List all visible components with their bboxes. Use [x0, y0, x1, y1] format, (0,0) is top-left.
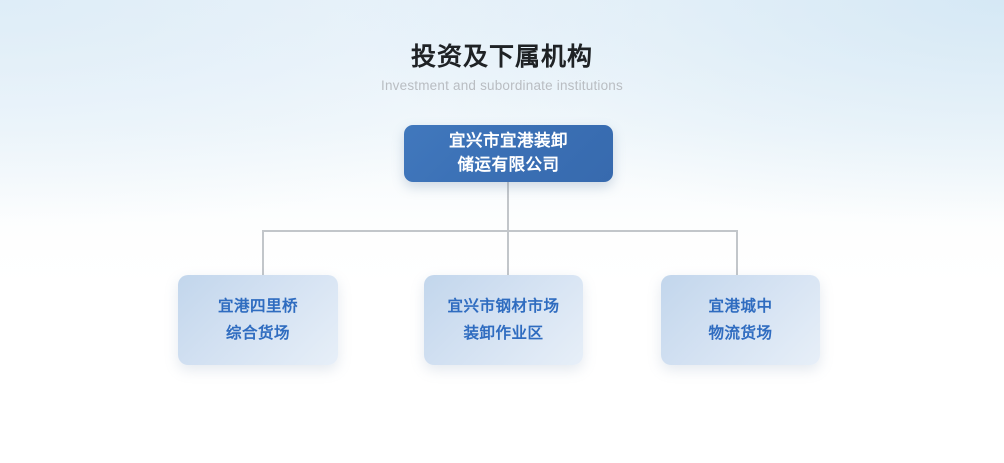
connector-drop-child-2: [507, 230, 509, 276]
org-node-root-label-line1: 宜兴市宜港装卸: [449, 131, 568, 150]
org-node-root-label-line2: 储运有限公司: [457, 155, 560, 174]
chart-header: 投资及下属机构 Investment and subordinate insti…: [0, 42, 1004, 94]
org-node-child-2-line2: 装卸作业区: [463, 325, 544, 342]
org-node-child-1-label: 宜港四里桥 综合货场: [218, 293, 298, 347]
connector-drop-child-3: [736, 230, 738, 276]
org-node-child-3[interactable]: 宜港城中 物流货场: [661, 275, 820, 365]
org-node-child-3-line2: 物流货场: [708, 325, 773, 342]
connector-horizontal-bar: [262, 230, 738, 232]
org-node-child-2[interactable]: 宜兴市钢材市场 装卸作业区: [424, 275, 583, 365]
org-node-child-1-line1: 宜港四里桥: [217, 297, 298, 315]
page-title: 投资及下属机构: [410, 43, 593, 71]
connector-root-vertical: [507, 182, 509, 232]
org-node-child-2-label: 宜兴市钢材市场 装卸作业区: [447, 293, 559, 347]
org-node-child-3-label: 宜港城中 物流货场: [708, 293, 772, 347]
page-subtitle: Investment and subordinate institutions: [381, 78, 623, 93]
org-node-root[interactable]: 宜兴市宜港装卸 储运有限公司: [404, 125, 613, 182]
org-node-child-1[interactable]: 宜港四里桥 综合货场: [178, 275, 338, 365]
org-node-child-2-line1: 宜兴市钢材市场: [447, 297, 560, 315]
org-node-child-3-line1: 宜港城中: [708, 297, 773, 315]
connector-drop-child-1: [262, 230, 264, 276]
org-node-root-label: 宜兴市宜港装卸 储运有限公司: [449, 130, 568, 178]
org-node-child-1-line2: 综合货场: [225, 325, 290, 342]
